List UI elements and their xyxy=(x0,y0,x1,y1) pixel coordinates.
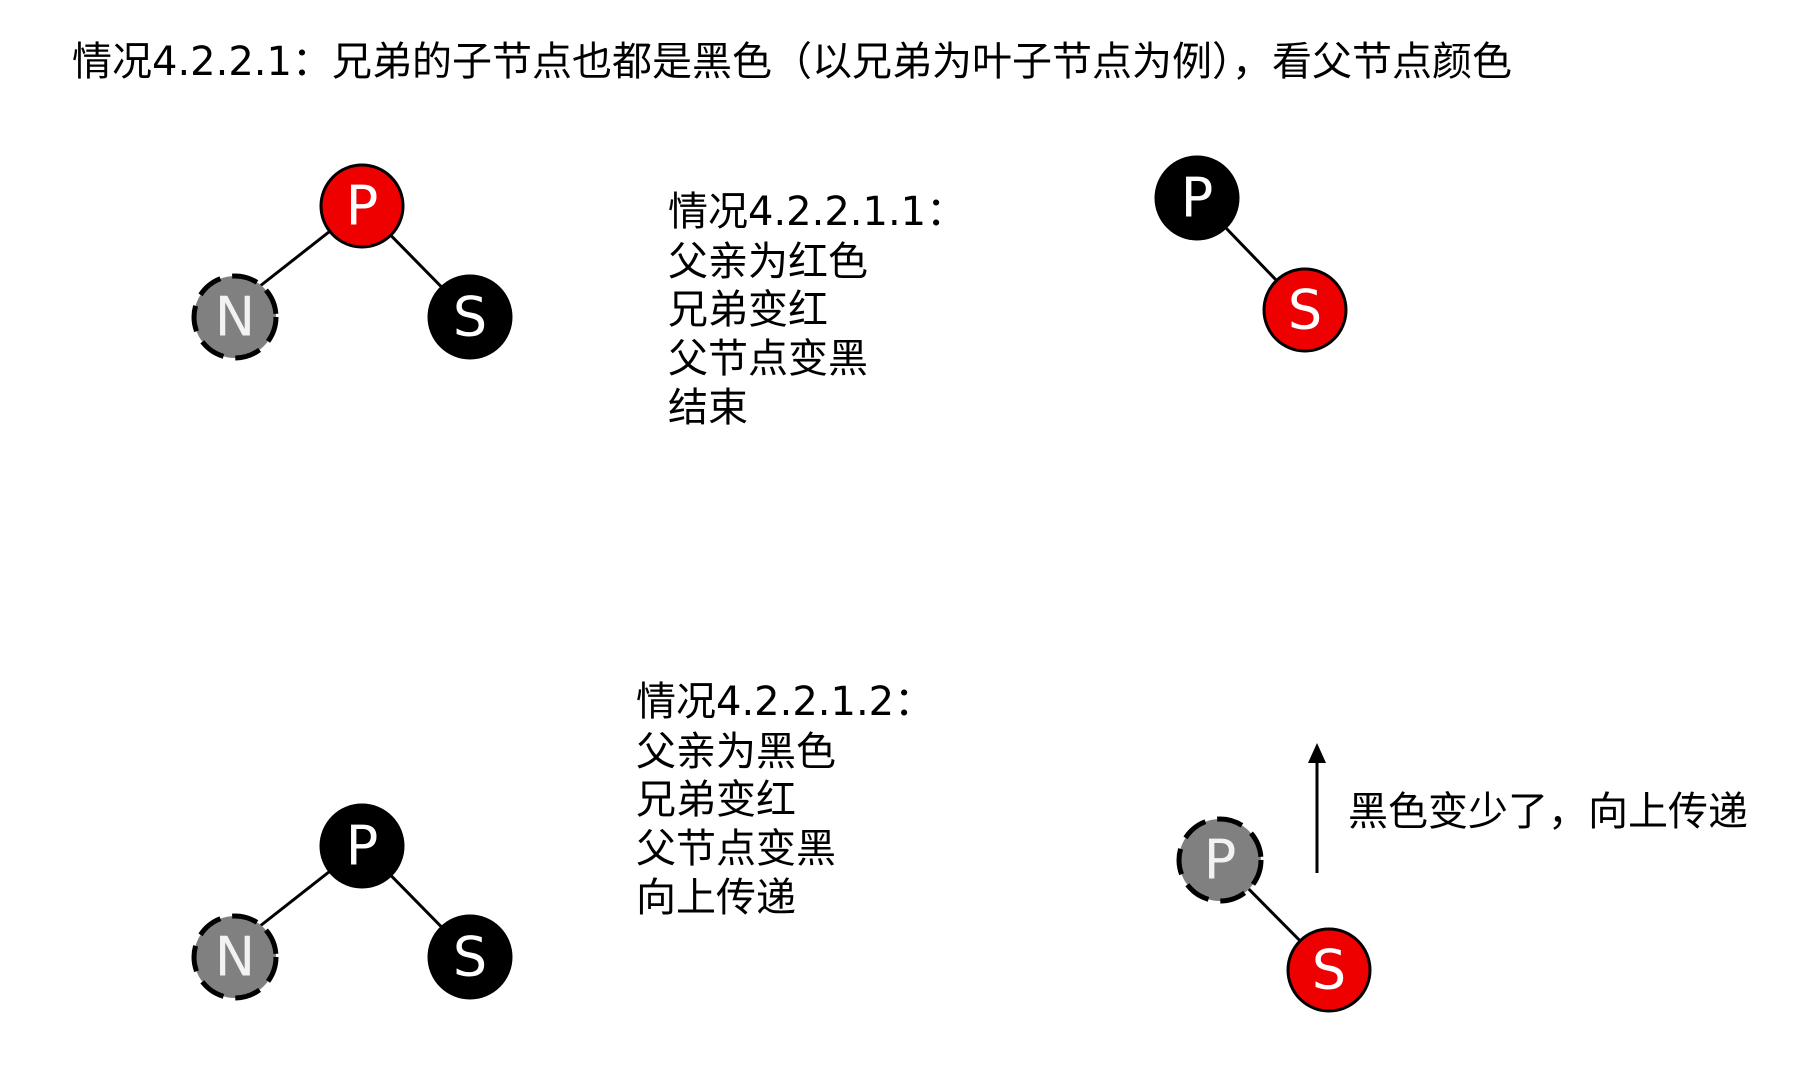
node-parent: P xyxy=(319,163,405,249)
case2-description-line: 父节点变黑 xyxy=(636,826,836,872)
case2-after-tree: P S 黑色变少了，向上传递 xyxy=(1176,743,1748,1013)
case2-description-line: 父亲为黑色 xyxy=(636,729,836,775)
node-circle xyxy=(1262,267,1348,353)
page-title: 情况4.2.2.1：兄弟的子节点也都是黑色（以兄弟为叶子节点为例），看父节点颜色 xyxy=(72,39,1512,85)
node-sibling: S xyxy=(1262,267,1348,353)
case1-after-tree: P S xyxy=(1154,155,1348,353)
node-label: N xyxy=(215,286,255,349)
node-circle xyxy=(1286,927,1372,1013)
node-circle xyxy=(1154,155,1240,241)
node-label: P xyxy=(346,175,379,238)
node-label: S xyxy=(453,286,487,349)
node-label: P xyxy=(346,815,379,878)
node-label: S xyxy=(1288,279,1322,342)
node-target: N xyxy=(191,273,279,361)
case1-description-line: 父节点变黑 xyxy=(668,336,868,382)
node-circle xyxy=(319,163,405,249)
up-arrow-icon xyxy=(1308,743,1326,873)
node-circle xyxy=(191,913,279,1001)
node-target: N xyxy=(191,913,279,1001)
node-label: N xyxy=(215,926,255,989)
case1-description: 情况4.2.2.1.1： 父亲为红色 兄弟变红 父节点变黑 结束 xyxy=(668,189,966,431)
node-circle xyxy=(427,274,513,360)
node-label: S xyxy=(1312,939,1346,1002)
node-sibling: S xyxy=(427,914,513,1000)
node-parent: P xyxy=(319,803,405,889)
arrow-note: 黑色变少了，向上传递 xyxy=(1348,789,1748,835)
node-label: P xyxy=(1204,829,1237,892)
case2-description-line: 向上传递 xyxy=(636,875,796,921)
case1-description-line: 兄弟变红 xyxy=(668,287,828,333)
node-circle xyxy=(191,273,279,361)
node-circle xyxy=(427,914,513,1000)
case2-before-tree: P N S xyxy=(191,803,513,1001)
node-sibling: S xyxy=(1286,927,1372,1013)
node-label: P xyxy=(1181,167,1214,230)
node-parent: P xyxy=(1154,155,1240,241)
node-circle xyxy=(319,803,405,889)
node-sibling: S xyxy=(427,274,513,360)
node-label: S xyxy=(453,926,487,989)
case1-description-line: 情况4.2.2.1.1： xyxy=(668,189,966,235)
case2-description: 情况4.2.2.1.2： 父亲为黑色 兄弟变红 父节点变黑 向上传递 xyxy=(636,679,934,921)
case1-before-tree: P N S xyxy=(191,163,513,361)
case1-description-line: 父亲为红色 xyxy=(668,239,868,285)
node-parent: P xyxy=(1176,816,1264,904)
case2-description-line: 兄弟变红 xyxy=(636,777,796,823)
node-circle xyxy=(1176,816,1264,904)
case1-description-line: 结束 xyxy=(668,385,748,431)
case2-description-line: 情况4.2.2.1.2： xyxy=(636,679,934,725)
